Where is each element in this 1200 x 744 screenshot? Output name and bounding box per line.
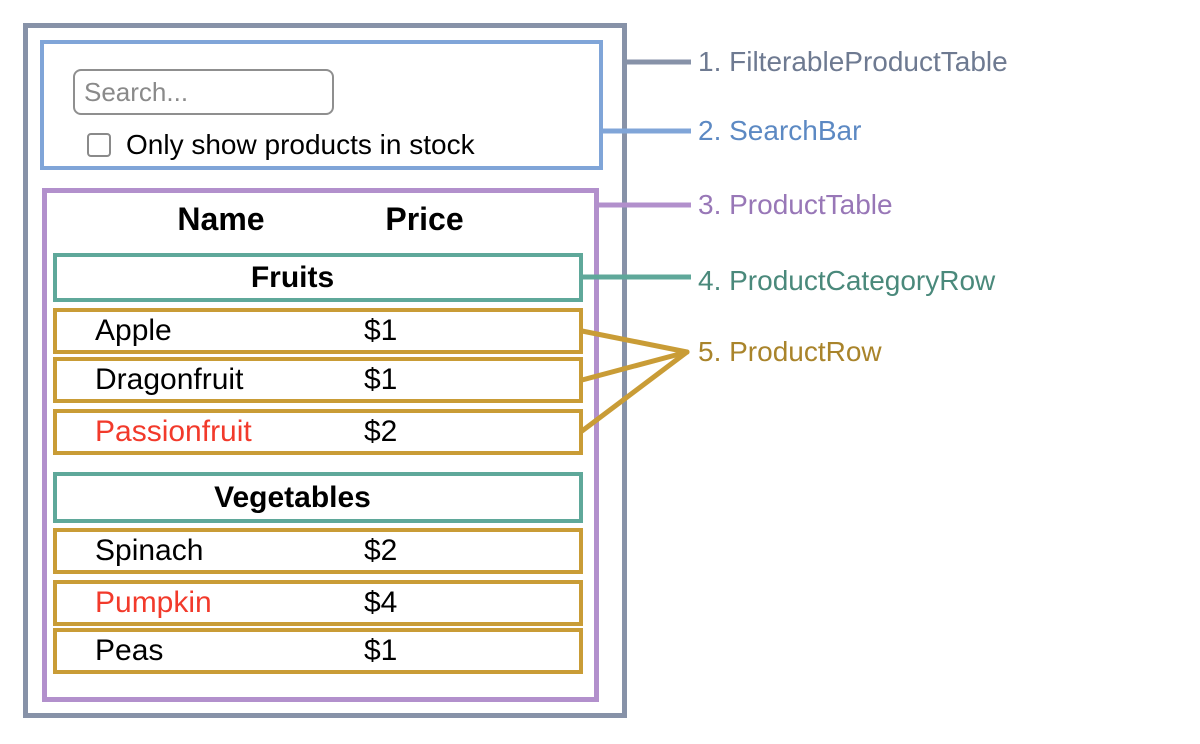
product-row: Passionfruit $2: [53, 409, 583, 455]
product-row: Dragonfruit $1: [53, 357, 583, 403]
product-price: $2: [364, 415, 398, 448]
product-row: Spinach $2: [53, 528, 583, 574]
product-price: $4: [364, 586, 398, 619]
product-price: $2: [364, 534, 398, 567]
product-name: Dragonfruit: [95, 363, 244, 396]
search-input[interactable]: Search...: [73, 69, 334, 115]
legend-label-5: 5. ProductRow: [698, 336, 882, 367]
product-row: Apple $1: [53, 308, 583, 354]
product-name: Passionfruit: [95, 415, 252, 448]
name-column-header: Name: [177, 200, 265, 237]
product-name: Pumpkin: [95, 586, 212, 619]
product-row: Peas $1: [53, 628, 583, 674]
product-category-row: Fruits: [53, 253, 583, 302]
product-price: $1: [364, 634, 398, 667]
category-label: Vegetables: [214, 480, 371, 514]
product-category-row: Vegetables: [53, 472, 583, 523]
legend-label-2: 2. SearchBar: [698, 115, 862, 146]
product-row: Pumpkin $4: [53, 580, 583, 626]
legend-label-3: 3. ProductTable: [698, 189, 893, 220]
stock-filter-row: Only show products in stock: [87, 128, 475, 161]
in-stock-label: Only show products in stock: [126, 128, 475, 160]
legend-label-4: 4. ProductCategoryRow: [698, 265, 996, 296]
search-placeholder: Search...: [84, 76, 189, 107]
category-label: Fruits: [250, 260, 335, 294]
in-stock-checkbox[interactable]: [87, 132, 111, 157]
product-name: Peas: [95, 634, 164, 667]
price-column-header: Price: [385, 200, 464, 237]
product-name: Apple: [95, 314, 172, 347]
product-price: $1: [364, 314, 398, 347]
search-bar-box: [40, 40, 603, 170]
product-table-box: [42, 188, 599, 702]
legend-label-1: 1. FilterableProductTable: [698, 46, 1008, 77]
product-price: $1: [364, 363, 398, 396]
product-name: Spinach: [95, 534, 204, 567]
